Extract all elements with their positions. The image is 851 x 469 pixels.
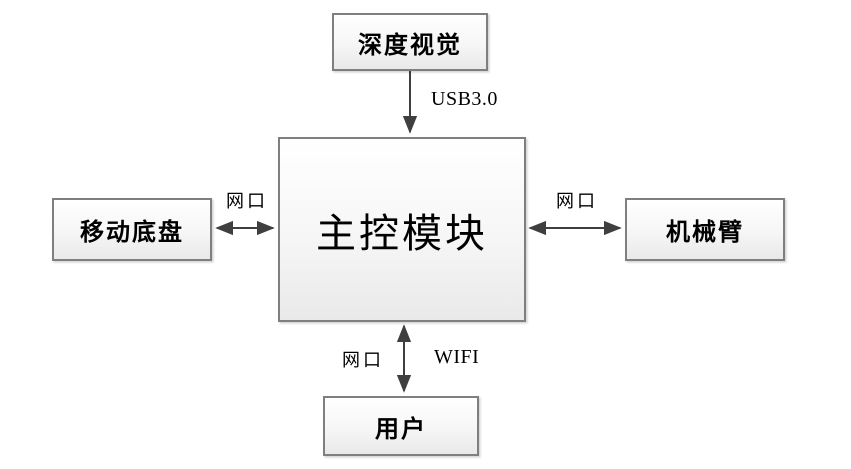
node-mobile-chassis: 移动底盘 bbox=[52, 198, 212, 261]
node-main-control-label: 主控模块 bbox=[316, 210, 488, 256]
lan-right-edge-label: 网口 bbox=[556, 191, 598, 211]
node-main-control: 主控模块 bbox=[278, 137, 526, 322]
node-user-label: 用户 bbox=[375, 416, 427, 443]
node-robot-arm: 机械臂 bbox=[625, 198, 785, 261]
usb-edge-label: USB3.0 bbox=[431, 88, 498, 110]
wifi-edge-label: WIFI bbox=[434, 346, 480, 368]
lan-left-edge-label: 网口 bbox=[226, 191, 268, 211]
node-depth-vision-label: 深度视觉 bbox=[358, 32, 462, 59]
node-depth-vision: 深度视觉 bbox=[332, 13, 488, 71]
node-user: 用户 bbox=[323, 396, 479, 456]
lan-bottom-edge-label: 网口 bbox=[342, 350, 384, 370]
node-robot-arm-label: 机械臂 bbox=[666, 220, 744, 246]
node-mobile-chassis-label: 移动底盘 bbox=[80, 220, 184, 246]
